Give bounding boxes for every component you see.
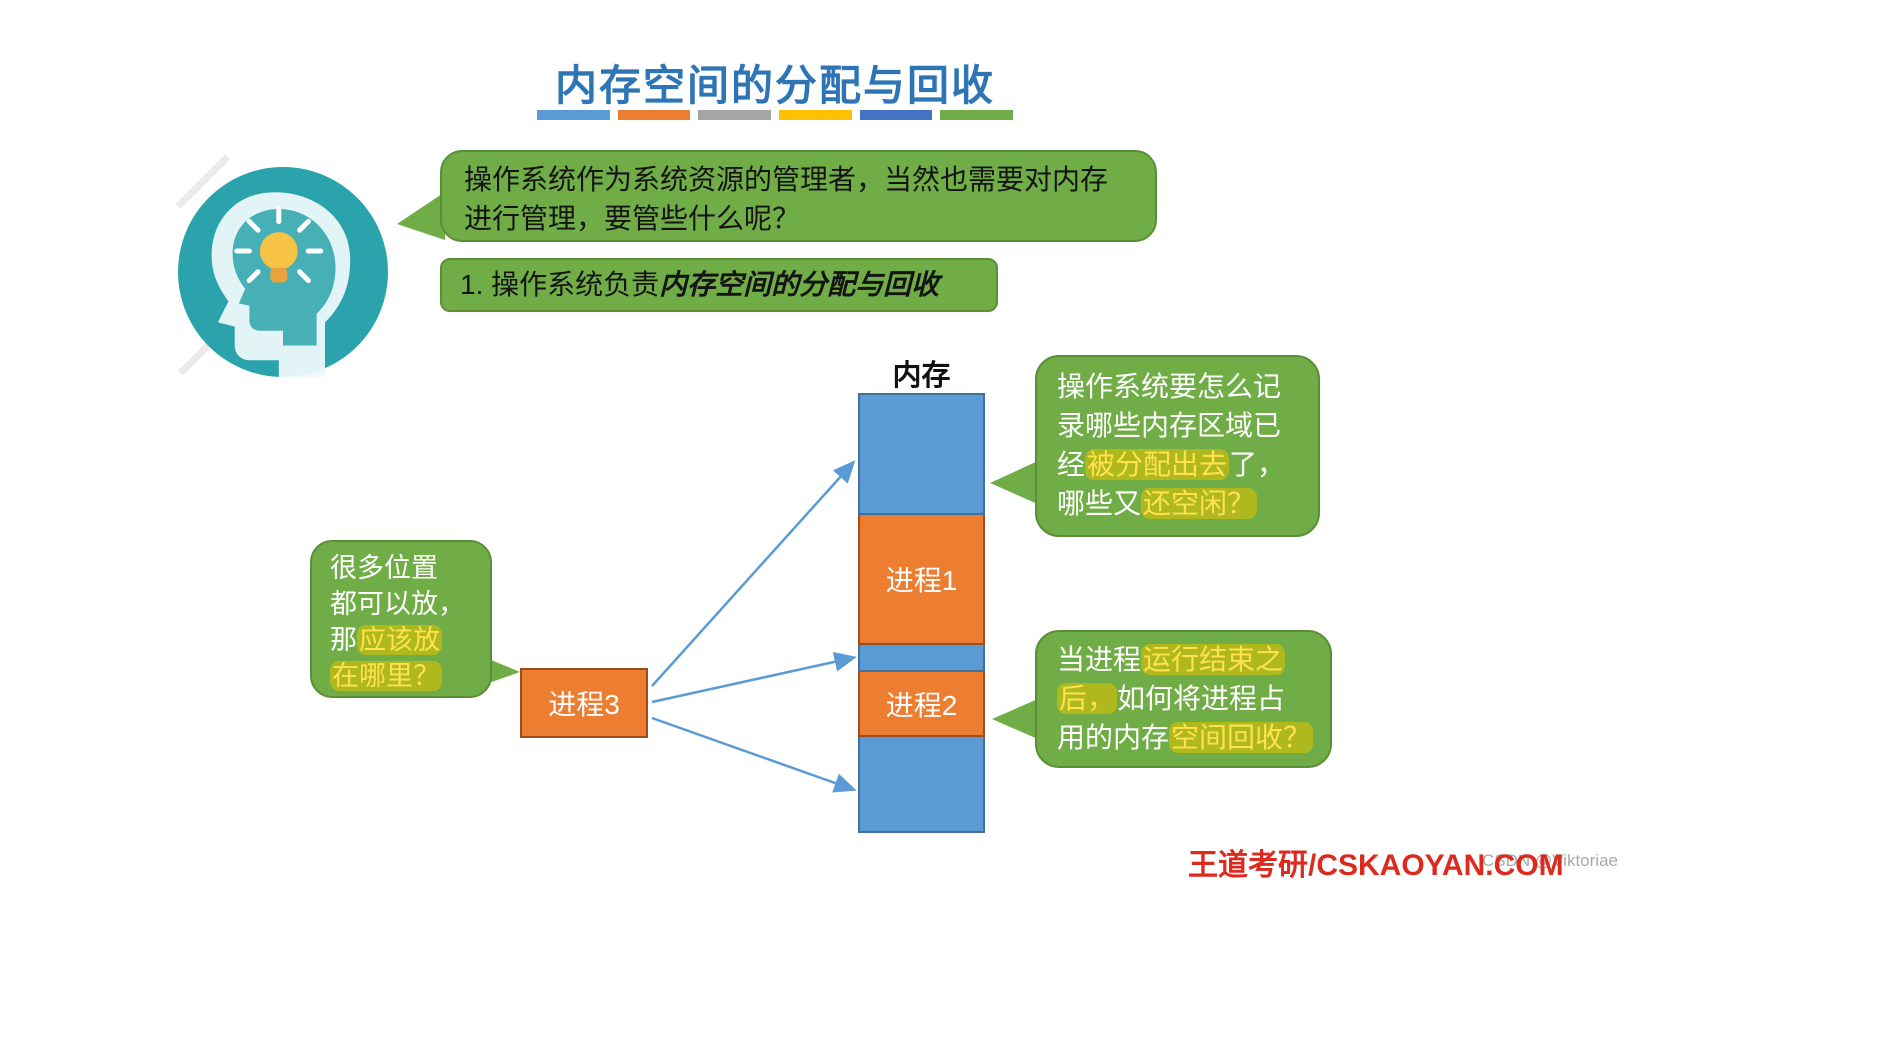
recycle-memory-bubble: 当进程运行结束之后，如何将进程占用的内存空间回收？	[1035, 630, 1332, 768]
watermark: CSDN @Viktoriae	[1482, 851, 1618, 870]
memory-free-top	[858, 393, 985, 515]
lightbulb-icon	[259, 232, 298, 270]
divider-bar	[859, 110, 933, 120]
memory-label: 内存	[892, 360, 951, 392]
process3-box: 进程3	[520, 668, 648, 738]
intro-bubble-tail	[397, 192, 445, 240]
lightbulb-head-icon	[178, 167, 388, 377]
memory-free-bottom	[858, 737, 985, 833]
divider-bar	[779, 110, 852, 120]
divider-bar	[940, 110, 1014, 120]
point1-prefix: 1. 操作系统负责	[460, 269, 660, 300]
footer-brand: 王道考研/CSKAOYAN.COM	[1188, 849, 1564, 882]
memory-free-middle	[858, 645, 985, 672]
point1-box: 1. 操作系统负责内存空间的分配与回收	[440, 258, 998, 312]
recycle-bubble-tail	[992, 698, 1040, 740]
memory-process2-block: 进程2	[858, 672, 985, 737]
arrow-to-free-middle	[651, 651, 857, 704]
arrow-to-free-top	[651, 460, 856, 687]
point1-emphasis: 内存空间的分配与回收	[659, 269, 940, 300]
page-title: 内存空间的分配与回收	[554, 62, 995, 109]
divider-bar	[537, 110, 610, 120]
arrow-to-free-bottom	[651, 716, 857, 793]
record-allocation-bubble: 操作系统要怎么记录哪些内存区域已经被分配出去了，哪些又还空闲？	[1035, 355, 1320, 537]
bulb-rays-icon	[234, 206, 324, 284]
memory-column: 进程1 进程2	[858, 393, 985, 833]
where-to-place-bubble: 很多位置都可以放，那应该放在哪里？	[310, 540, 492, 698]
divider-bar	[617, 110, 691, 120]
thinker-head-icon	[178, 167, 388, 377]
intro-speech-bubble: 操作系统作为系统资源的管理者，当然也需要对内存进行管理，要管些什么呢？	[440, 150, 1157, 242]
divider-bar	[698, 110, 772, 120]
memory-process1-block: 进程1	[858, 515, 985, 645]
record-bubble-tail	[990, 460, 1040, 505]
title-divider	[537, 110, 1014, 120]
